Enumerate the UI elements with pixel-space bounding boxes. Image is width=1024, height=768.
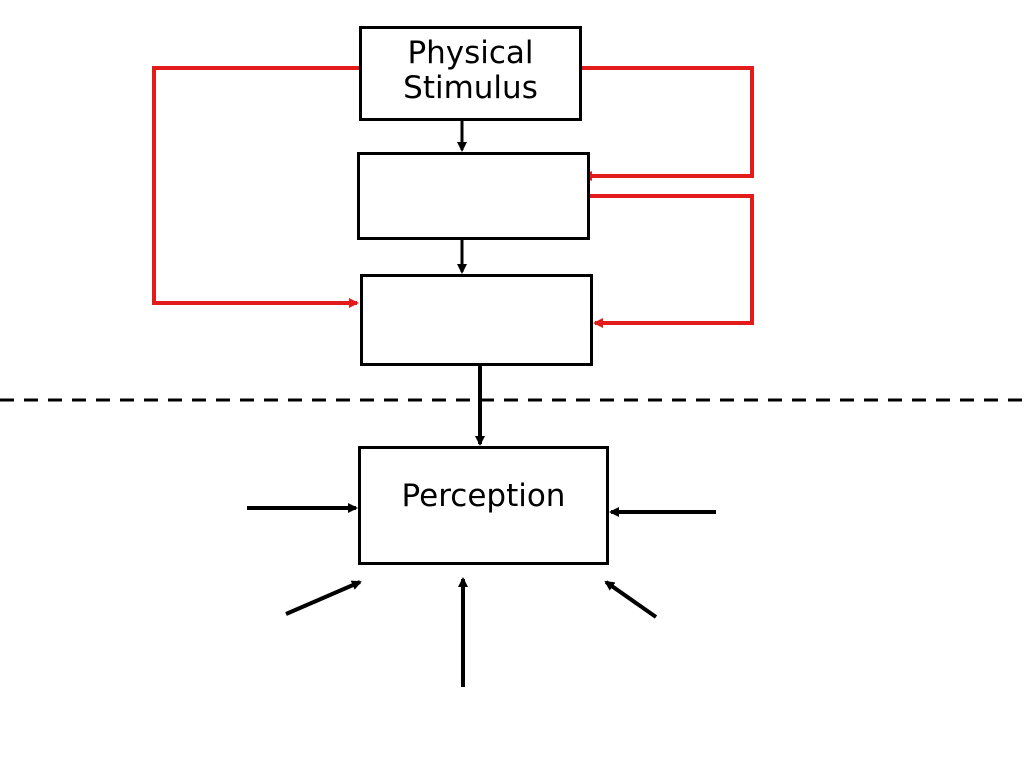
red-arrow-right-upper-loop <box>582 66 754 181</box>
middle-stage-box <box>357 152 590 240</box>
physical-stimulus-label-line-2: Stimulus <box>403 70 538 106</box>
arrow-into-perception-bottom-right <box>604 580 658 619</box>
physical-stimulus-label-line-1: Physical <box>407 35 534 71</box>
perception-box: Perception <box>358 446 609 565</box>
perception-label: Perception <box>401 478 566 514</box>
red-arrow-right-lower-loop <box>584 194 754 328</box>
red-arrow-left-loop <box>152 66 359 308</box>
physical-stimulus-box: Physical Stimulus <box>359 26 582 121</box>
arrow-into-perception-bottom-left <box>285 580 362 616</box>
lower-stage-box <box>360 274 593 366</box>
